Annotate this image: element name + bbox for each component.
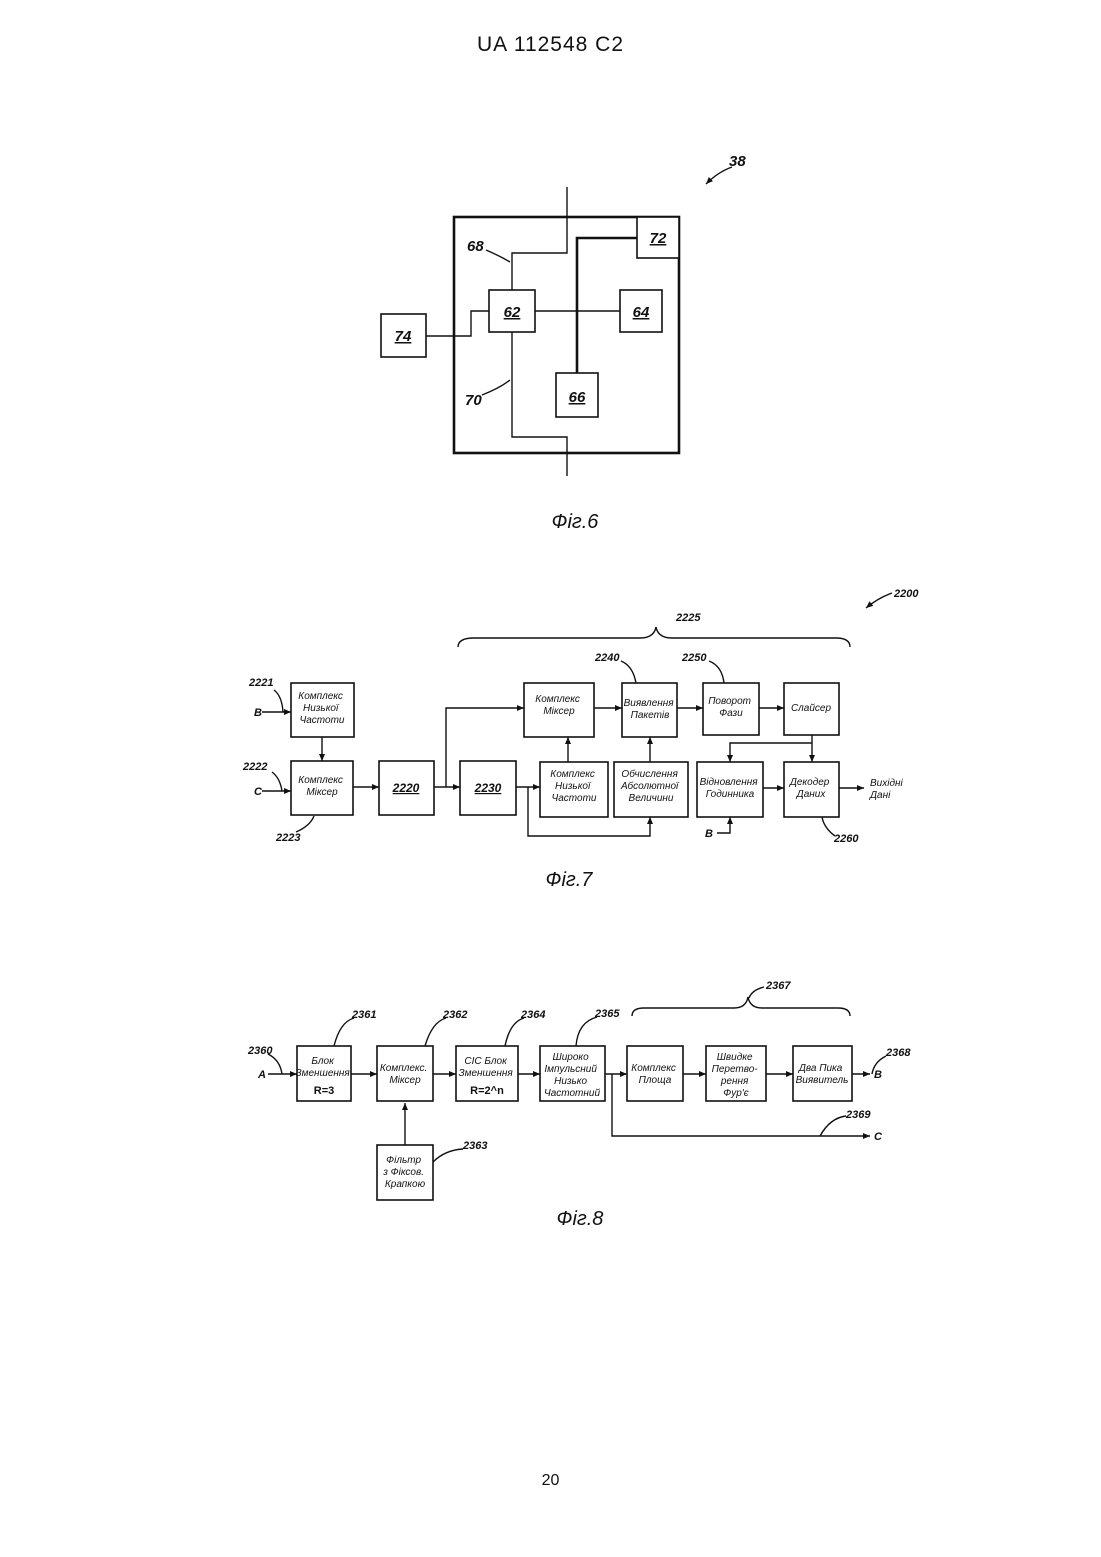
fig7-ref-2250: 2250	[681, 652, 707, 664]
fig7-leader-2240	[621, 661, 636, 683]
fig8-ref-2363: 2363	[462, 1140, 487, 1152]
fig7-box-lowfreq-top-label: Комплекс Низької Частоти	[298, 691, 345, 726]
fig7-box-absval-label: Обчислення Абсолютної Величини	[620, 768, 681, 804]
fig6-ref-38: 38	[729, 153, 746, 170]
fig8-leader-2363	[433, 1149, 463, 1162]
fig8-output-b: B	[874, 1069, 882, 1081]
fig7-caption: Фіг.7	[546, 869, 594, 891]
fig8-ref-2361: 2361	[351, 1009, 376, 1021]
fig6-ref-70: 70	[465, 392, 482, 409]
fig8-ref-2360: 2360	[247, 1045, 273, 1057]
page-number: 20	[0, 1472, 1101, 1490]
fig6-leader-70	[482, 380, 510, 395]
fig8-caption: Фіг.8	[557, 1208, 604, 1230]
fig7-box-packet-label: Виявлення Пакетів	[624, 698, 677, 721]
fig6-box-66-label: 66	[569, 389, 586, 406]
fig8-box-filter-label: Фільтр з Фіксов. Крапкою	[382, 1155, 427, 1190]
fig7-ref-2200: 2200	[893, 588, 919, 600]
fig8-leader-2360	[268, 1054, 282, 1074]
fig7-ref-2221: 2221	[248, 677, 273, 689]
fig7-input-c: C	[254, 786, 263, 798]
fig6-caption: Фіг.6	[552, 511, 600, 533]
fig7-ref-2240: 2240	[594, 652, 620, 664]
fig7-leader-2250	[709, 661, 724, 683]
fig6-box-74-label: 74	[395, 328, 412, 345]
fig6-ref-68: 68	[467, 238, 484, 255]
figure-7: 2225 2200 Комплекс Низької	[242, 588, 919, 891]
fig8-box-peaks-label: Два Пика Виявитель	[796, 1063, 849, 1086]
fig7-leader-2222	[272, 772, 282, 791]
fig7-wire-b-clock	[717, 817, 730, 833]
fig7-leader-2223	[296, 816, 314, 832]
fig7-box-slicer-label: Слайсер	[791, 703, 832, 714]
fig7-box-2230-label: 2230	[474, 781, 502, 795]
fig7-wire-slicer-clock	[730, 743, 812, 762]
fig7-ref-2222: 2222	[242, 761, 267, 773]
fig8-input-a: A	[257, 1069, 266, 1081]
fig6-wire-68	[512, 187, 567, 290]
fig7-box-lowfreq-bottom-label: Комплекс Низької Частоти	[550, 769, 597, 804]
fig8-leader-2362	[425, 1018, 446, 1046]
fig6-box-62-label: 62	[504, 304, 521, 321]
fig8-brace-2367	[632, 997, 850, 1016]
fig7-ref-2260: 2260	[833, 833, 859, 845]
fig7-box-clock-label: Відновлення Годинника	[700, 777, 761, 800]
fig8-leader-2367	[749, 987, 764, 998]
fig7-input-b-top: B	[254, 707, 262, 719]
fig6-box-72-label: 72	[650, 230, 667, 247]
fig6-box-64-label: 64	[633, 304, 650, 321]
fig7-leader-2200	[866, 593, 892, 608]
fig8-ref-2365: 2365	[594, 1008, 620, 1020]
fig8-leader-2365	[576, 1017, 597, 1046]
fig6-leader-68	[486, 250, 510, 262]
fig8-leader-2369	[820, 1116, 846, 1136]
fig7-output-label: Вихідні Дані	[869, 778, 906, 801]
fig6-wire-62-74	[426, 311, 489, 336]
fig8-ref-2362: 2362	[442, 1009, 467, 1021]
fig8-ref-2369: 2369	[845, 1109, 871, 1121]
fig7-ref-2225: 2225	[675, 612, 701, 624]
fig8-ref-2368: 2368	[885, 1047, 911, 1059]
figure-8: 2367 Блок Зменшення R=3 Комплекс. Мік	[247, 980, 911, 1230]
fig7-leader-2221	[274, 690, 283, 712]
fig7-ref-2223: 2223	[275, 832, 300, 844]
fig8-ref-2364: 2364	[520, 1009, 545, 1021]
fig7-input-b-bottom: B	[705, 828, 713, 840]
fig8-output-c: C	[874, 1131, 883, 1143]
fig8-ref-2367: 2367	[765, 980, 791, 992]
fig7-brace-2225	[458, 627, 850, 647]
fig7-box-2220-label: 2220	[392, 781, 420, 795]
fig8-leader-2361	[334, 1018, 354, 1046]
fig8-leader-2364	[505, 1018, 524, 1046]
figure-6: 62 64 66 72 74 38 68 70 Фіг.6	[381, 153, 746, 533]
